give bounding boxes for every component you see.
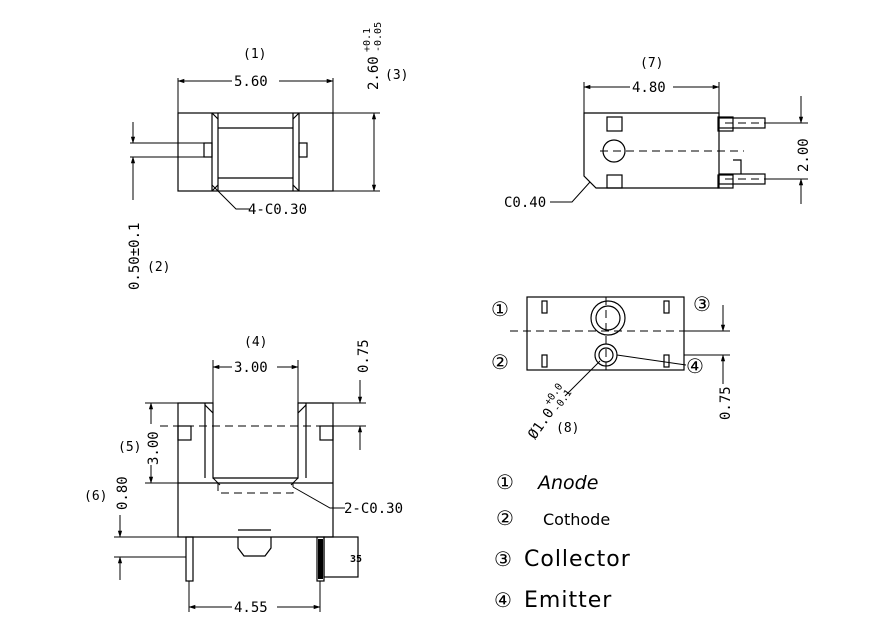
step-dimension-label: 0.75 (356, 339, 372, 373)
chamfer-2-label: 2-C0.30 (344, 501, 403, 517)
legend-num-3: ③ (494, 547, 512, 571)
side-width-label: 4.80 (632, 80, 666, 96)
pin-4-marker: ④ (686, 354, 704, 378)
lead-span-label: 4.55 (234, 600, 268, 616)
lead-tag-label: 35 (350, 554, 362, 565)
ref-6-label: (6) (84, 489, 107, 504)
legend-num-2: ② (496, 506, 514, 530)
view-side-top: (7) 4.80 2.00 C0.40 (504, 56, 812, 211)
lead-dimension-label: 0.80 (115, 476, 131, 510)
legend-label-anode: Anode (536, 472, 598, 494)
legend-num-4: ④ (494, 588, 512, 612)
chamfer-c040-label: C0.40 (504, 195, 546, 211)
legend-label-emitter: Emitter (524, 588, 612, 613)
view-front-top: (1) 5.60 2.60 +0.1 -0.05 (3) 4-C0.30 0.5… (127, 22, 408, 290)
view-front-bottom: 35 (4) 3.00 0.75 (5) 3.00 (6) 0.80 2-C0.… (84, 335, 403, 616)
height-tol-minus-label: -0.05 (373, 22, 384, 52)
ref-4-label: (4) (244, 335, 267, 350)
pin-1-marker: ① (491, 297, 509, 321)
height-dimension-label: 2.60 (366, 56, 382, 90)
slot-depth-label: 3.00 (146, 431, 162, 465)
lead-pitch-label: 2.00 (796, 138, 812, 172)
ref-3-label: (3) (385, 68, 408, 83)
chamfer-4-label: 4-C0.30 (248, 202, 307, 218)
offset-dimension-label: 0.50±0.1 (127, 223, 143, 290)
height-tol-plus-label: +0.1 (362, 28, 373, 52)
width-dimension-label: 5.60 (234, 74, 268, 90)
ref-8-label: (8) (556, 421, 579, 436)
legend-label-cothode: Cothode (543, 510, 610, 529)
ref-2-label: (2) (147, 260, 170, 275)
slot-width-label: 3.00 (234, 360, 268, 376)
pin-3-marker: ③ (693, 292, 711, 316)
view-pin-bottom: ① ② ③ ④ 0.75 Ø1.0 +0.0 -0.1 (8) (491, 292, 734, 442)
legend-num-1: ① (496, 470, 514, 494)
ref-5-label: (5) (118, 440, 141, 455)
ref-7-label: (7) (640, 56, 663, 71)
pin-offset-label: 0.75 (718, 386, 734, 420)
pin-legend: ① Anode ② Cothode ③ Collector ④ Emitter (494, 470, 631, 613)
pin-2-marker: ② (491, 350, 509, 374)
ref-1-label: (1) (243, 47, 266, 62)
hole-diameter-label: Ø1.0 (525, 405, 557, 442)
legend-label-collector: Collector (524, 547, 631, 572)
